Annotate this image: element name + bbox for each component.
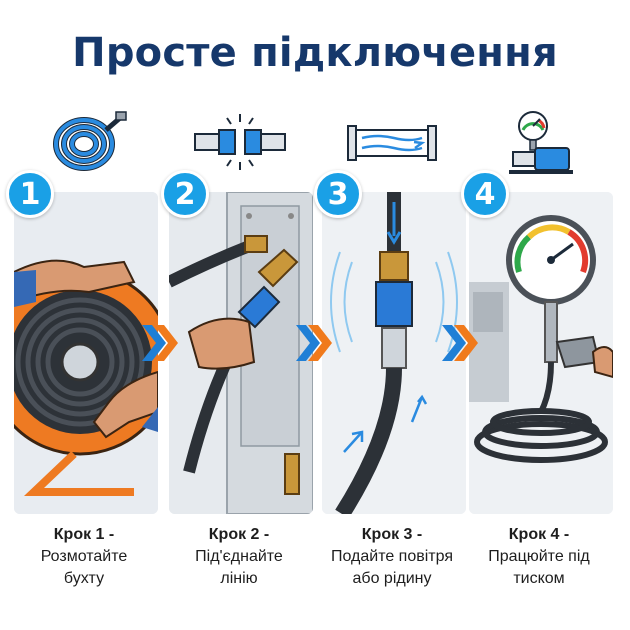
chevron-right-icon [142, 325, 178, 361]
step-1-line-1: Розмотайте [40, 548, 128, 565]
pressure-pump-icon [509, 111, 573, 174]
step-4: 4 Крок 4 - Працюйте під тиском [461, 0, 613, 630]
step-2-line-2: лінію [220, 570, 258, 587]
connector-icon [194, 114, 286, 170]
chevron-right-icon [442, 325, 478, 361]
step-2-illustration [169, 192, 313, 514]
step-2-badge: 2 [161, 170, 209, 218]
step-2-line-1: Під'єднайте [195, 548, 283, 565]
page-title: Просте підключення [72, 30, 558, 76]
step-4-badge: 4 [461, 170, 509, 218]
step-3-caption: Крок 3 - Подайте повітря або рідину [318, 524, 466, 590]
step-4-heading: Крок 4 - [508, 526, 570, 543]
step-1-badge: 1 [6, 170, 54, 218]
step-3: 3 Крок 3 - Подайте повітря або рідину [314, 0, 466, 630]
airflow-pipe-icon [347, 125, 437, 161]
step-4-line-1: Працюйте під [488, 548, 590, 565]
step-1-caption: Крок 1 - Розмотайте бухту [10, 524, 158, 590]
chevron-right-icon [296, 325, 332, 361]
step-1-heading: Крок 1 - [53, 526, 115, 543]
step-2: 2 Крок 2 - Під'єднайте лінію [161, 0, 313, 630]
step-1-illustration [14, 192, 158, 514]
step-4-illustration [469, 192, 613, 514]
step-3-illustration [322, 192, 466, 514]
step-2-caption: Крок 2 - Під'єднайте лінію [165, 524, 313, 590]
step-3-heading: Крок 3 - [361, 526, 423, 543]
step-4-line-2: тиском [513, 570, 565, 587]
step-2-heading: Крок 2 - [208, 526, 270, 543]
step-3-line-1: Подайте повітря [330, 548, 454, 565]
step-3-badge: 3 [314, 170, 362, 218]
step-3-line-2: або рідину [352, 570, 432, 587]
hose-coil-icon [53, 111, 127, 171]
step-4-caption: Крок 4 - Працюйте під тиском [465, 524, 613, 590]
step-1: 1 Крок 1 - Розмотайте бухту [6, 0, 158, 630]
step-1-line-2: бухту [63, 570, 105, 587]
